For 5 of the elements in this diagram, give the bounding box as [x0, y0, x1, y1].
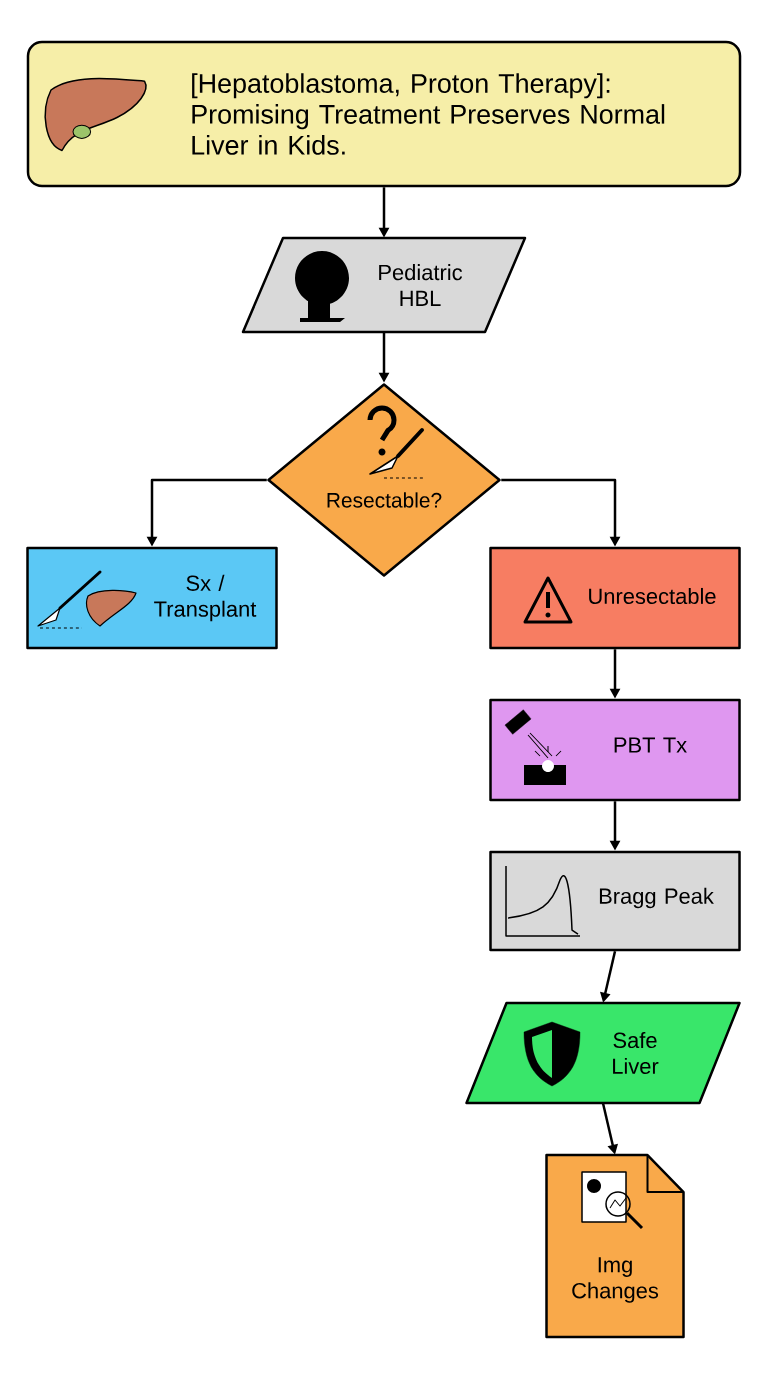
process-box: Bragg Peak	[489, 850, 741, 952]
process-box: Sx / Transplant	[26, 546, 278, 650]
process-box: PBT Tx	[489, 698, 741, 802]
process-box: Unresectable	[489, 546, 741, 650]
title-box: [Hepatoblastoma, Proton Therapy]: Promising Treatment Preserves Normal Liver in Kids.	[26, 40, 742, 188]
